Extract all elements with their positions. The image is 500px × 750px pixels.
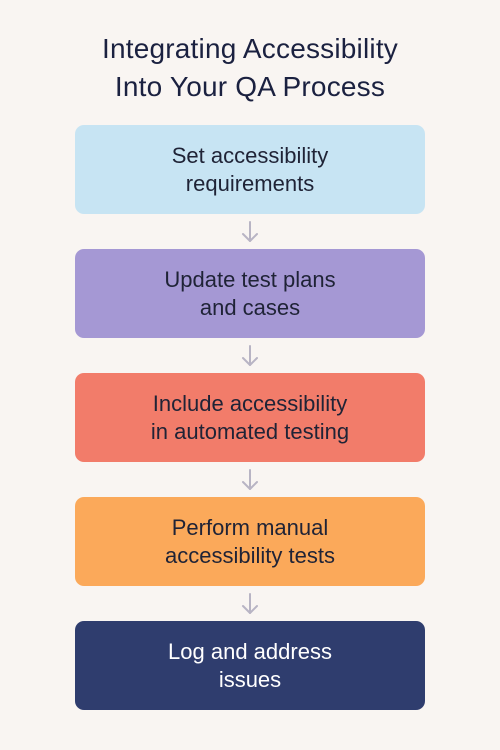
step-label-line-1: Log and address [168, 638, 332, 664]
step-label-line-1: Update test plans [164, 266, 336, 292]
step-label: Update test plans and cases [164, 266, 335, 322]
step-label-line-1: Include accessibility [152, 390, 348, 416]
step-label-line-1: Set accessibility [171, 142, 329, 168]
step-label-line-2: in automated testing [150, 418, 350, 444]
step-label-line-2: issues [218, 666, 282, 692]
page-title-line-2: Into Your QA Process [114, 71, 386, 102]
step-automated-testing: Include accessibility in automated testi… [75, 373, 425, 462]
page-title: Integrating Accessibility Into Your QA P… [0, 30, 500, 106]
step-label-line-1: Perform manual [171, 514, 329, 540]
step-label-line-2: accessibility tests [165, 542, 335, 568]
step-label-line-2: requirements [185, 170, 315, 196]
step-update-test-plans: Update test plans and cases [75, 249, 425, 338]
step-label: Set accessibility requirements [172, 142, 329, 198]
down-arrow-icon [240, 468, 260, 492]
step-label: Log and address issues [168, 638, 332, 694]
step-label: Perform manual accessibility tests [165, 514, 335, 570]
step-manual-tests: Perform manual accessibility tests [75, 497, 425, 586]
step-set-requirements: Set accessibility requirements [75, 125, 425, 214]
step-log-issues: Log and address issues [75, 621, 425, 710]
down-arrow-icon [240, 592, 260, 616]
step-label: Include accessibility in automated testi… [151, 390, 349, 446]
page-title-line-1: Integrating Accessibility [101, 33, 399, 64]
down-arrow-icon [240, 220, 260, 244]
down-arrow-icon [240, 344, 260, 368]
step-label-line-2: and cases [199, 294, 301, 320]
